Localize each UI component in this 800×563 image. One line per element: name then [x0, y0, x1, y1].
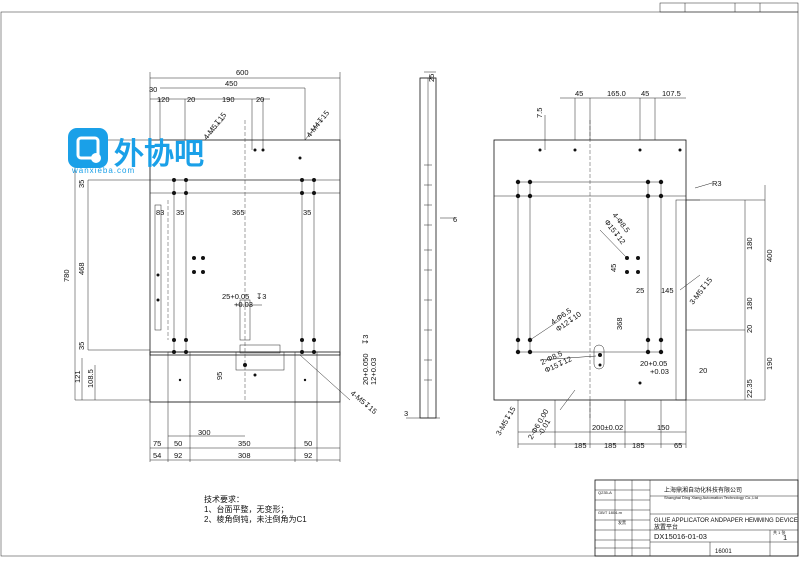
dim-right-22-35: 22.35: [745, 379, 754, 398]
front-slot-tol2: +0.03: [234, 300, 253, 309]
right-tol-a: 20+0.05: [640, 359, 667, 368]
dim-right-150: 150: [657, 423, 670, 432]
dim-right-368: 368: [615, 317, 624, 330]
dim-right-180a: 180: [745, 237, 754, 250]
front-left-slot: [154, 204, 162, 331]
dim-front-121: 121: [73, 370, 82, 383]
dim-front-50b: 50: [174, 439, 182, 448]
dim-right-190: 190: [765, 357, 774, 370]
tb-surface: 发黑: [618, 519, 626, 525]
dim-right-200: 200±0.02: [592, 423, 623, 432]
dim-front-20b: 20: [256, 95, 264, 104]
watermark: 外协吧 wanxieba.com: [68, 128, 204, 175]
dim-right-45c: 45: [609, 264, 618, 272]
dim-side-6: 6: [453, 215, 457, 224]
dim-right-145: 145: [661, 286, 674, 295]
watermark-url: wanxieba.com: [71, 166, 135, 175]
notes-heading: 技术要求：: [204, 495, 244, 504]
dim-front-83: 83: [156, 208, 164, 217]
right-inner-frame: [517, 181, 662, 353]
front-slot-tol: 25+0.05: [222, 292, 249, 301]
tb-drawing-no: DX15016-01-03: [654, 532, 707, 541]
dim-front-35a: 35: [77, 180, 86, 188]
dim-front-54: 54: [153, 451, 161, 460]
sheet-border: [0, 11, 799, 557]
tb-material: Q235-A: [598, 490, 612, 495]
dim-front-108-5: 108.5: [86, 369, 95, 388]
dim-front-95: 95: [215, 372, 224, 380]
dim-front-190: 190: [222, 95, 235, 104]
dim-front-35d: 35: [303, 208, 311, 217]
dim-front-92b: 92: [304, 451, 312, 460]
front-base: [149, 351, 341, 403]
right-tol-b: +0.03: [650, 367, 669, 376]
dim-right-65: 65: [674, 441, 682, 450]
tb-company-cn: 上海鼎湘自动化科技有限公司: [664, 486, 742, 494]
dim-front-20a: 20: [187, 95, 195, 104]
dim-side-25: 25: [427, 74, 436, 82]
tb-standard: GB/T 1804-m: [598, 510, 623, 515]
tb-scale: 1: [783, 533, 787, 542]
dim-right-165: 165.0: [607, 89, 626, 98]
right-view: [493, 97, 766, 448]
tb-weight: 16001: [715, 549, 732, 555]
front-slot2-b: 12+0.03: [369, 358, 378, 385]
dim-front-600: 600: [236, 68, 249, 77]
dim-front-350: 350: [238, 439, 251, 448]
dim-front-300: 300: [198, 428, 211, 437]
tb-company-en: Shanghai Ding Xiang Automation Technolog…: [664, 495, 758, 500]
dim-right-185a: 185: [574, 441, 587, 450]
dim-front-50c: 50: [304, 439, 312, 448]
dim-right-20: 20: [745, 325, 754, 333]
front-slot2-depth: ↧3: [361, 335, 370, 345]
front-callout-m5-top: 4-M5↧15: [201, 111, 228, 142]
front-slot-depth: ↧3: [256, 292, 266, 301]
front-inner-frame: [173, 179, 315, 353]
dim-right-45b: 45: [641, 89, 649, 98]
front-slot2-a: 20+0.050: [361, 354, 370, 386]
dim-right-45a: 45: [575, 89, 583, 98]
dim-right-400: 400: [765, 249, 774, 262]
notes-line-2: 2、棱角倒钝，未注倒角为C1: [204, 515, 307, 524]
notes-line-1: 1、台面平整，无变形；: [204, 505, 289, 514]
dim-front-308: 308: [238, 451, 251, 460]
right-dimension-labels: 45 165.0 45 107.5 7.5 R3 180 400 180 20 …: [494, 89, 774, 450]
dim-front-780: 780: [62, 269, 71, 282]
watermark-brand: 外协吧: [114, 137, 204, 172]
dim-front-75: 75: [153, 439, 161, 448]
dim-front-35c: 35: [176, 208, 184, 217]
dim-right-25: 25: [636, 286, 644, 295]
dim-side-3: 3: [404, 409, 408, 418]
top-strip: [659, 2, 799, 13]
side-view: 25 6 3: [404, 71, 457, 419]
dim-right-20b: 20: [699, 366, 707, 375]
title-block: Q235-A GB/T 1804-m 发黑 上海鼎湘自动化科技有限公司 Shan…: [594, 479, 799, 557]
watermark-logo-icon: [68, 128, 108, 168]
dim-right-185c: 185: [632, 441, 645, 450]
front-dimension-labels: 600 450 30 120 20 190 20 780 468 50 35 3…: [62, 68, 379, 460]
front-callout-m4-top: 4-M4↧15: [304, 109, 331, 140]
front-callout-m4-bottom: 4-M5↧15: [349, 389, 379, 416]
right-callout-bottom-m5: 3-M5↧15: [494, 405, 518, 437]
dim-front-30: 30: [149, 85, 157, 94]
tb-part-cn: 放置平台: [654, 523, 678, 531]
dim-front-365: 365: [232, 208, 245, 217]
dim-front-468: 468: [77, 262, 86, 275]
dim-front-35b: 35: [77, 342, 86, 350]
dim-front-92a: 92: [174, 451, 182, 460]
front-view: [74, 72, 351, 462]
dim-right-185b: 185: [604, 441, 617, 450]
tb-part-en: GLUE APPLICATOR ANDPAPER HEMMING DEVICE: [654, 518, 798, 524]
label-right-r3: R3: [712, 179, 722, 188]
dim-front-450: 450: [225, 79, 238, 88]
technical-notes: 技术要求： 1、台面平整，无变形； 2、棱角倒钝，未注倒角为C1: [204, 495, 307, 525]
dim-right-180b: 180: [745, 297, 754, 310]
right-callout-m5-mid: 3-M5↧15: [687, 276, 714, 307]
tb-sheet: 共 1 张: [773, 529, 785, 535]
dim-front-120: 120: [157, 95, 170, 104]
dim-right-7-5: 7.5: [535, 108, 544, 118]
dim-right-107-5: 107.5: [662, 89, 681, 98]
